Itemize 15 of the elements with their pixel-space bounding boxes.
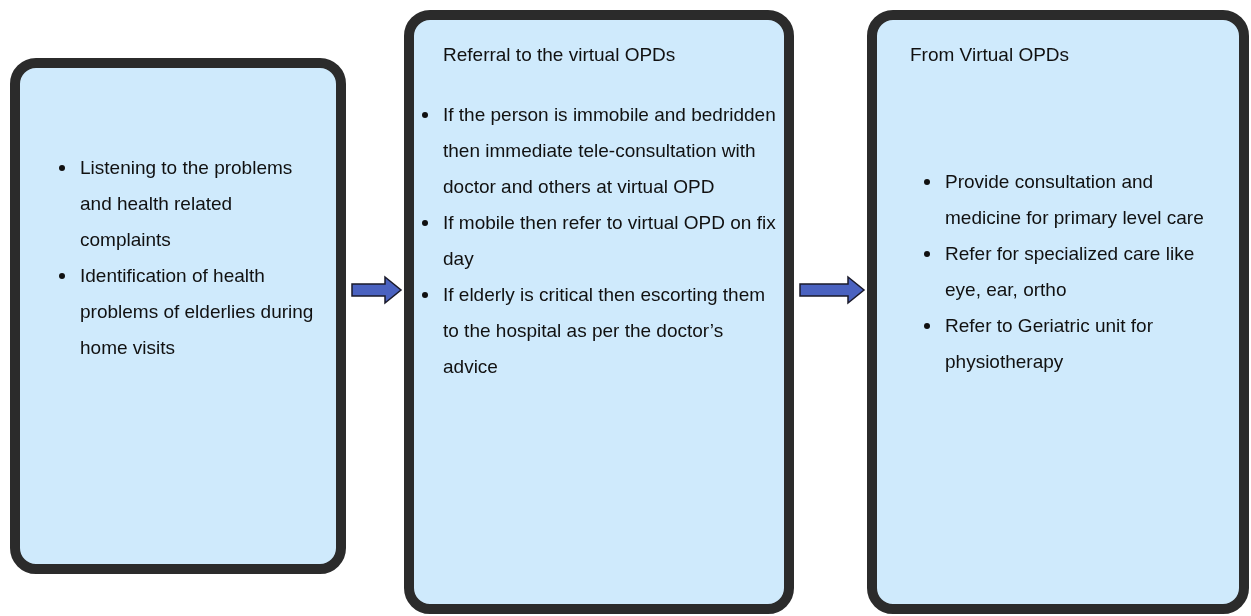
bullet-text: Provide consultation and medicine for primary level care <box>945 171 1204 228</box>
bullet-text: Refer to Geriatric unit for physiotherapy <box>945 315 1154 372</box>
process-box <box>404 10 794 614</box>
bullet-text: If mobile then refer to virtual OPD on fix day <box>443 212 776 269</box>
bullet-text: If the person is immobile and bedridden then immediate tele-consultation with doctor and others at virtual OPD <box>443 104 776 197</box>
bullet-text: Identification of health problems of elderlies during home visits <box>80 265 314 358</box>
bullet-text: Listening to the problems and health related complaints <box>80 157 293 250</box>
process-box <box>867 10 1249 614</box>
box-heading: From Virtual OPDs <box>910 44 1070 66</box>
box-heading: Referral to the virtual OPDs <box>443 44 676 66</box>
bullet-text: Refer for specialized care like eye, ear, ortho <box>945 243 1195 300</box>
bullet-text: If elderly is critical then escorting them to the hospital as per the doctor’s advice <box>443 284 766 377</box>
block-arrow <box>799 275 866 305</box>
process-box <box>10 58 346 574</box>
block-arrow <box>351 275 403 305</box>
